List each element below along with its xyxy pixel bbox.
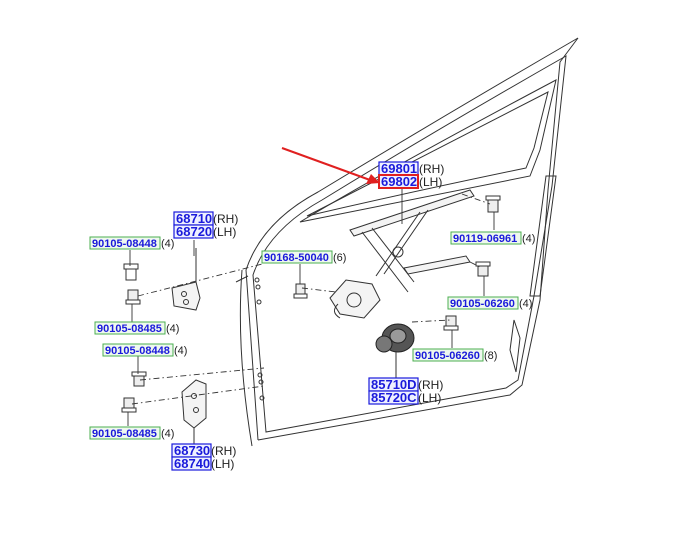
callout-90168-50040[interactable]: 90168-50040 (6)	[261, 250, 346, 264]
bolt-icon	[443, 315, 459, 331]
svg-text:90105-08485: 90105-08485	[97, 323, 162, 335]
svg-text:(4): (4)	[174, 345, 187, 357]
lower-hinge	[181, 379, 207, 444]
callout-90105-08485-upper[interactable]: 90105-08485 (4)	[94, 321, 179, 335]
svg-text:90105-06260: 90105-06260	[415, 350, 480, 362]
callout-90105-08485-lower[interactable]: 90105-08485 (4)	[89, 426, 174, 440]
bolt-icon	[121, 397, 137, 413]
svg-text:(RH): (RH)	[213, 212, 238, 226]
bolt-icon	[475, 261, 491, 277]
svg-text:85710D: 85710D	[371, 377, 417, 392]
svg-text:(4): (4)	[161, 238, 174, 250]
svg-text:(LH): (LH)	[213, 225, 236, 239]
regulator-motor	[375, 323, 415, 380]
svg-text:69802: 69802	[381, 174, 417, 189]
bolts	[121, 195, 501, 413]
callout-90105-06260-upper[interactable]: 90105-06260 (4)	[447, 296, 532, 310]
bolt-icon	[485, 195, 501, 213]
svg-text:90105-08448: 90105-08448	[92, 238, 157, 250]
callout-90105-08448-lower[interactable]: 90105-08448 (4)	[102, 343, 187, 357]
bolt-icon	[131, 371, 147, 387]
svg-text:(RH): (RH)	[418, 378, 443, 392]
svg-text:90105-06260: 90105-06260	[450, 298, 515, 310]
bolt-icon	[125, 289, 141, 305]
callout-90105-06260-lower[interactable]: 90105-06260 (8)	[412, 348, 497, 362]
callout-68710[interactable]: 68710 (RH)	[173, 211, 238, 226]
callout-90119-06961[interactable]: 90119-06961 (4)	[450, 231, 535, 245]
callout-68740[interactable]: 68740 (LH)	[171, 456, 234, 471]
bolt-icon	[123, 263, 139, 281]
svg-text:(RH): (RH)	[211, 444, 236, 458]
bolt-icon	[293, 283, 308, 299]
callout-68720[interactable]: 68720 (LH)	[173, 224, 236, 239]
svg-text:90105-08485: 90105-08485	[92, 428, 157, 440]
svg-text:68740: 68740	[174, 456, 210, 471]
leader-lines	[127, 188, 495, 426]
svg-text:68710: 68710	[176, 211, 212, 226]
svg-text:90105-08448: 90105-08448	[105, 345, 170, 357]
upper-hinge	[171, 248, 201, 311]
callout-69801[interactable]: 69801 (RH)	[378, 161, 444, 176]
callout-85710D[interactable]: 85710D (RH)	[368, 377, 443, 392]
svg-text:(RH): (RH)	[419, 162, 444, 176]
svg-text:69801: 69801	[381, 161, 417, 176]
svg-text:(LH): (LH)	[211, 457, 234, 471]
svg-text:(LH): (LH)	[418, 391, 441, 405]
svg-text:(4): (4)	[161, 428, 174, 440]
svg-text:68720: 68720	[176, 224, 212, 239]
svg-text:90168-50040: 90168-50040	[264, 252, 329, 264]
svg-text:(LH): (LH)	[419, 175, 442, 189]
door-frame	[235, 37, 579, 447]
svg-text:(4): (4)	[166, 323, 179, 335]
svg-text:(6): (6)	[333, 252, 346, 264]
highlight-arrow	[281, 147, 380, 184]
svg-text:(4): (4)	[522, 233, 535, 245]
svg-text:(8): (8)	[484, 350, 497, 362]
svg-text:90119-06961: 90119-06961	[453, 233, 517, 245]
callout-68730[interactable]: 68730 (RH)	[171, 443, 236, 458]
callout-85720C[interactable]: 85720C (LH)	[368, 390, 441, 405]
svg-text:(4): (4)	[519, 298, 532, 310]
svg-text:85720C: 85720C	[371, 390, 417, 405]
callout-69802[interactable]: 69802 (LH)	[378, 174, 442, 189]
svg-text:68730: 68730	[174, 443, 210, 458]
callout-90105-08448-upper[interactable]: 90105-08448 (4)	[89, 236, 174, 250]
